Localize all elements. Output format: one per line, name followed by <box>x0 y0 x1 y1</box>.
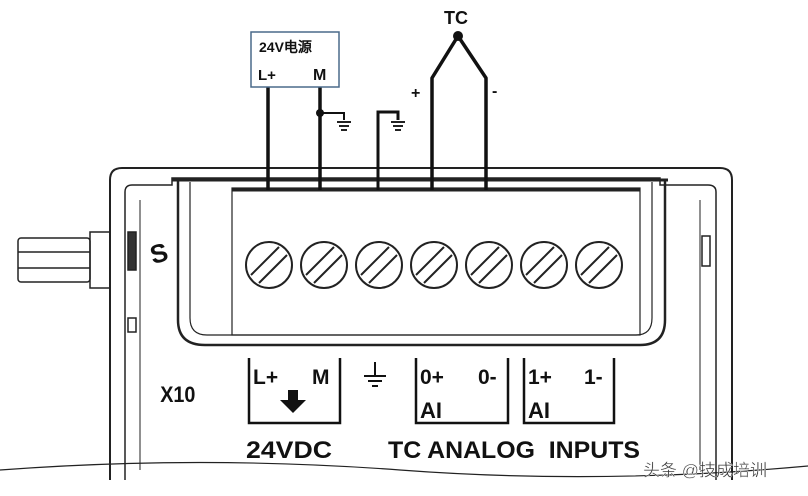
group1-left: L+ <box>253 366 278 389</box>
wire-m-ground <box>320 112 345 120</box>
group1-right: M <box>312 366 330 389</box>
terminal-screw[interactable] <box>410 241 458 289</box>
terminal-screw[interactable] <box>465 241 513 289</box>
terminal-screw[interactable] <box>300 241 348 289</box>
screw-slot <box>478 254 508 284</box>
junction-dot <box>316 109 324 117</box>
terminal-screw[interactable] <box>355 241 403 289</box>
arrow-down-icon <box>280 390 306 413</box>
screw-slot <box>258 254 288 284</box>
tc-minus-sign: - <box>492 83 497 100</box>
screw-slot <box>580 246 610 276</box>
group2-left: 0+ <box>420 366 444 389</box>
screw-slot <box>588 254 618 284</box>
module-housing <box>0 167 808 480</box>
screw-head <box>410 241 458 289</box>
screw-slot <box>305 246 335 276</box>
wire-shield-ground <box>376 110 400 190</box>
power-supply-box <box>250 31 340 88</box>
screw-slot <box>313 254 343 284</box>
terminal-screw[interactable] <box>245 241 293 289</box>
ground-icon <box>364 362 386 387</box>
screw-slot <box>423 254 453 284</box>
group3-left: 1+ <box>528 366 552 389</box>
group3-right: 1- <box>584 366 603 389</box>
terminal-screws <box>245 241 623 289</box>
screw-head <box>245 241 293 289</box>
screw-slot <box>250 246 280 276</box>
ground-icon <box>337 121 405 131</box>
caption-24vdc: 24VDC <box>246 437 332 464</box>
screw-slot <box>470 246 500 276</box>
screw-slot <box>525 246 555 276</box>
screw-slot <box>533 254 563 284</box>
screw-slot <box>360 246 390 276</box>
power-minus-label: M <box>313 67 326 84</box>
terminal-group-frames <box>247 358 616 425</box>
group2-ai: AI <box>420 398 442 423</box>
screw-slot <box>415 246 445 276</box>
tc-label: TC <box>444 8 468 28</box>
screw-head <box>520 241 568 289</box>
group2-right: 0- <box>478 366 497 389</box>
screw-head <box>300 241 348 289</box>
screw-head <box>355 241 403 289</box>
screw-slot <box>368 254 398 284</box>
tc-plus-sign: + <box>411 85 420 102</box>
side-connector <box>17 231 711 333</box>
screw-head <box>465 241 513 289</box>
caption-tc-analog-inputs: TC ANALOG INPUTS <box>388 437 640 464</box>
terminal-screw[interactable] <box>575 241 623 289</box>
connector-label: X10 <box>160 383 195 407</box>
terminal-screw[interactable] <box>520 241 568 289</box>
siemens-logo-icon: S <box>147 237 172 270</box>
tc-junction <box>453 31 463 41</box>
power-plus-label: L+ <box>258 67 276 84</box>
group3-ai: AI <box>528 398 550 423</box>
screw-head <box>575 241 623 289</box>
thermocouple-wires <box>430 34 488 190</box>
watermark: 头条 @技成培训 <box>643 461 767 480</box>
power-supply-title: 24V电源 <box>259 39 312 55</box>
